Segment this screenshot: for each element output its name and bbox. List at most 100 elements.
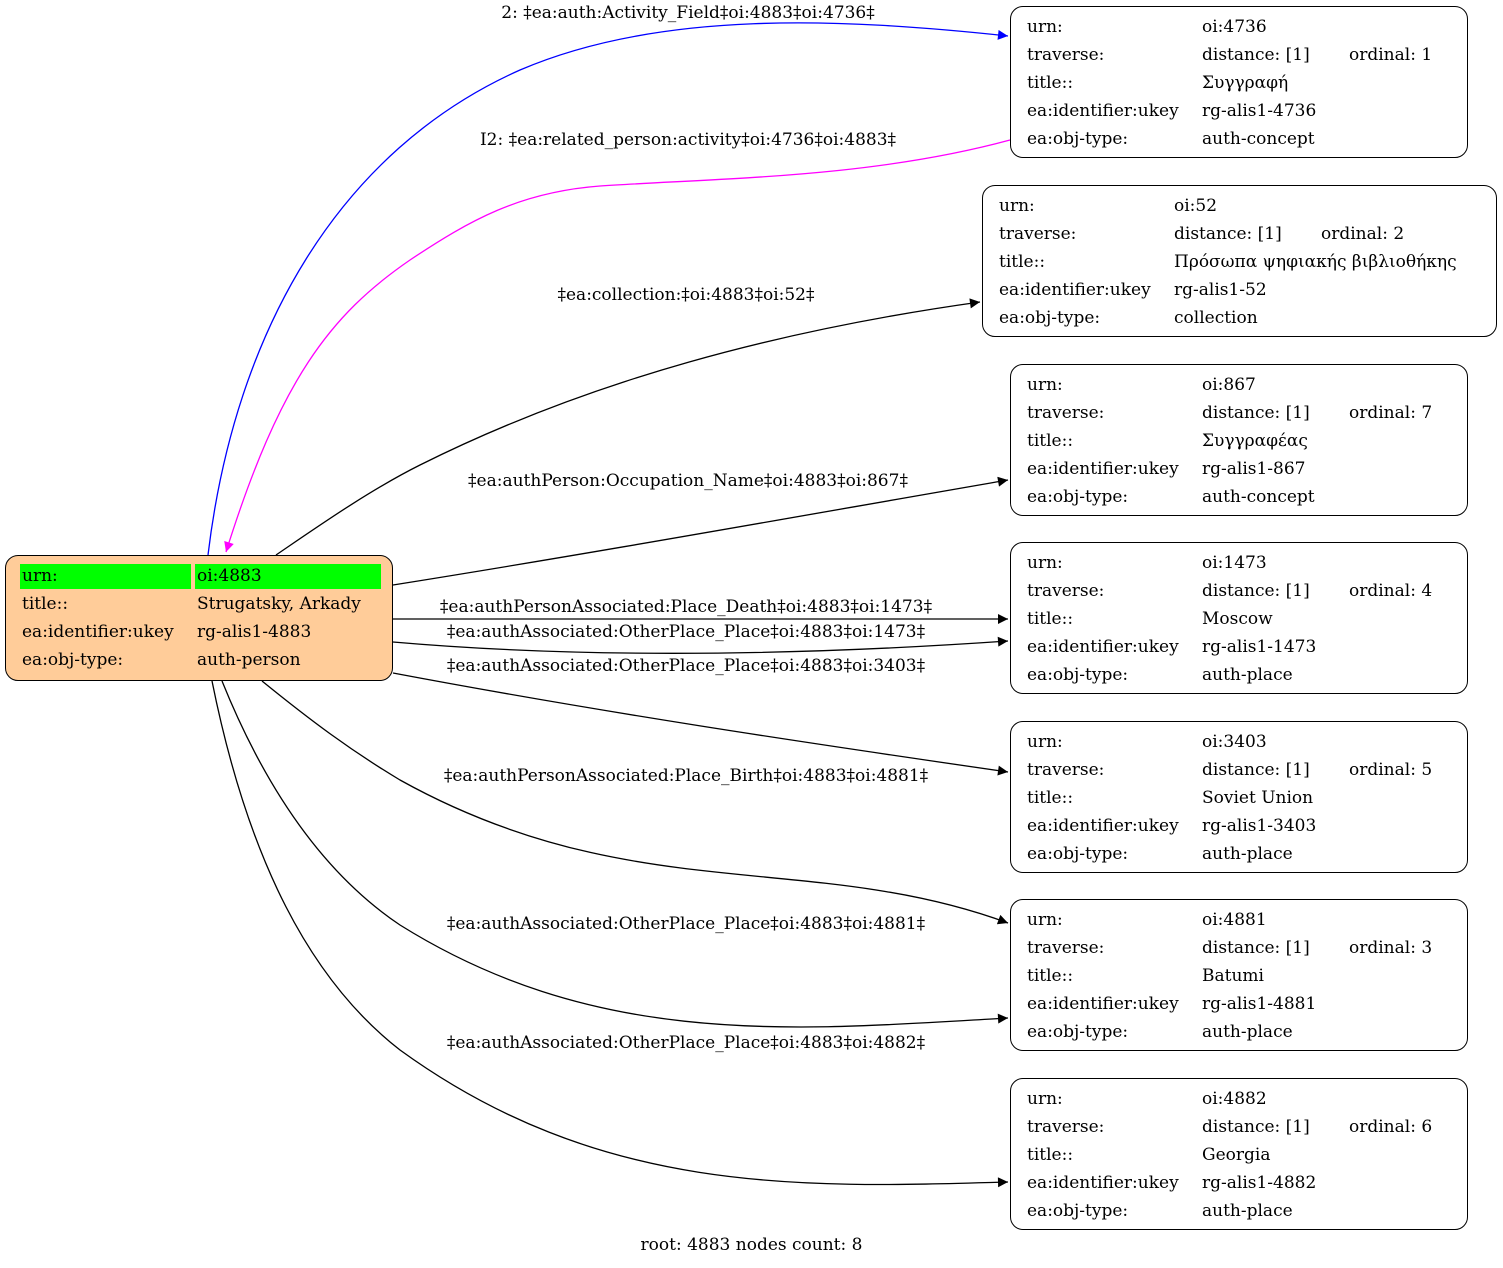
node-key: ea:obj-type:: [1027, 1201, 1129, 1221]
node-key: urn:: [1027, 910, 1063, 930]
node-value: distance: [1]: [1202, 581, 1310, 601]
node-key: ea:obj-type:: [1027, 1022, 1129, 1042]
node-row: ea:obj-type:collection: [983, 304, 1496, 332]
node-key: urn:: [1027, 17, 1063, 37]
node-key: ea:identifier:ukey: [1027, 816, 1179, 836]
node-key: title::: [1027, 609, 1074, 629]
node-key: title::: [1027, 788, 1074, 808]
node-key: traverse:: [1027, 403, 1105, 423]
edge-label: ‡ea:collection:‡oi:4883‡oi:52‡: [557, 285, 815, 305]
node-key: ea:obj-type:: [1027, 665, 1129, 685]
node-key: ea:identifier:ukey: [999, 280, 1151, 300]
node-row: title::Georgia: [1011, 1141, 1467, 1169]
node-extra: ordinal: 7: [1349, 403, 1433, 423]
node-value: auth-place: [1202, 1022, 1293, 1042]
node-row: title::Strugatsky, Arkady: [6, 590, 392, 618]
node-value: collection: [1174, 308, 1258, 328]
node-value: distance: [1]: [1202, 760, 1310, 780]
node-key: traverse:: [999, 224, 1077, 244]
node-value: Batumi: [1202, 966, 1264, 986]
node-key: ea:obj-type:: [22, 650, 124, 670]
node-value: oi:4883: [197, 566, 262, 586]
node-row: ea:obj-type:auth-concept: [1011, 125, 1467, 153]
node-value: Moscow: [1202, 609, 1273, 629]
node-row: traverse: distance: [1] ordinal: 5: [1011, 756, 1467, 784]
node-row: title::Moscow: [1011, 605, 1467, 633]
edge-oi-4883-to-oi-4882: [211, 680, 1009, 1188]
edge-oi-4883-to-oi-4736: [207, 22, 1009, 556]
node-row: ea:obj-type: auth-place: [1011, 1018, 1467, 1046]
node-row: urn:oi:3403: [1011, 728, 1467, 756]
edge-label: ‡ea:authPerson:Occupation_Name‡oi:4883‡o…: [468, 471, 908, 491]
node-value: Strugatsky, Arkady: [197, 594, 361, 614]
node-row: ea:identifier:ukey rg-alis1-867: [1011, 455, 1467, 483]
node-key: traverse:: [1027, 938, 1105, 958]
node-value: auth-place: [1202, 1201, 1293, 1221]
node-value: Georgia: [1202, 1145, 1271, 1165]
node-key: ea:identifier:ukey: [1027, 637, 1179, 657]
node-value: oi:1473: [1202, 553, 1267, 573]
node-value: rg-alis1-867: [1202, 459, 1306, 479]
node-row: ea:obj-type: auth-concept: [1011, 483, 1467, 511]
node-row: title::Batumi: [1011, 962, 1467, 990]
node-key: ea:obj-type:: [1027, 844, 1129, 864]
node-value: oi:3403: [1202, 732, 1267, 752]
graph-footer: root: 4883 nodes count: 8: [640, 1235, 863, 1255]
node-row: traverse:distance: [1]ordinal: 1: [1011, 41, 1467, 69]
node-extra: ordinal: 5: [1349, 760, 1433, 780]
node-key: ea:identifier:ukey: [1027, 994, 1179, 1014]
node-extra: ordinal: 3: [1349, 938, 1433, 958]
node-row: urn:oi:1473: [1011, 549, 1467, 577]
graph-node-oi-3403[interactable]: urn:oi:3403 traverse: distance: [1] ordinal…: [1010, 721, 1468, 873]
edge-label: 2: ‡ea:auth:Activity_Field‡oi:4883‡oi:47…: [501, 3, 875, 23]
graph-node-oi-4736[interactable]: urn: oi:4736 traverse:distance: [1]ordinal…: [1010, 6, 1468, 158]
node-key: traverse:: [1027, 760, 1105, 780]
edge-label: ‡ea:authAssociated:OtherPlace_Place‡oi:4…: [446, 622, 926, 642]
highlight-key-cell: [20, 564, 191, 589]
node-key: title::: [1027, 73, 1074, 93]
node-key: title::: [999, 252, 1046, 272]
node-key: title::: [1027, 1145, 1074, 1165]
node-value: auth-person: [197, 650, 301, 670]
node-value: oi:4736: [1202, 17, 1267, 37]
node-value: auth-place: [1202, 844, 1293, 864]
node-value: rg-alis1-4883: [197, 622, 312, 642]
node-row: urn:oi:52: [983, 192, 1496, 220]
node-value: distance: [1]: [1202, 403, 1310, 423]
node-value: oi:867: [1202, 375, 1256, 395]
node-key: title::: [1027, 431, 1074, 451]
node-row: ea:obj-type: auth-place: [1011, 661, 1467, 689]
node-key: ea:identifier:ukey: [1027, 101, 1179, 121]
node-value: rg-alis1-4882: [1202, 1173, 1317, 1193]
node-key: traverse:: [1027, 581, 1105, 601]
edge-label: ‡ea:authAssociated:OtherPlace_Place‡oi:4…: [446, 1033, 926, 1053]
node-row: traverse:distance: [1]ordinal: 4: [1011, 577, 1467, 605]
node-value: oi:4882: [1202, 1089, 1267, 1109]
node-key: ea:identifier:ukey: [22, 622, 174, 642]
node-key: ea:obj-type:: [1027, 487, 1129, 507]
node-value: distance: [1]: [1174, 224, 1282, 244]
node-row: traverse:distance: [1]ordinal: 3: [1011, 934, 1467, 962]
node-key: urn:: [999, 196, 1035, 216]
node-value: auth-concept: [1202, 487, 1315, 507]
edge-label: ‡ea:authPersonAssociated:Place_Death‡oi:…: [439, 597, 933, 617]
node-row: title::Συγγραφέας: [1011, 427, 1467, 455]
node-value: Συγγραφέας: [1202, 431, 1308, 451]
edge-oi-4883-to-oi-4881: [221, 680, 1009, 1028]
node-row: urn: oi:4736: [1011, 13, 1467, 41]
node-value: rg-alis1-52: [1174, 280, 1267, 300]
node-value: auth-place: [1202, 665, 1293, 685]
node-key: ea:identifier:ukey: [1027, 459, 1179, 479]
node-extra: ordinal: 6: [1349, 1117, 1433, 1137]
node-key: ea:identifier:ukey: [1027, 1173, 1179, 1193]
edge-oi-4883-to-oi-52: [275, 298, 981, 556]
node-key: title::: [1027, 966, 1074, 986]
